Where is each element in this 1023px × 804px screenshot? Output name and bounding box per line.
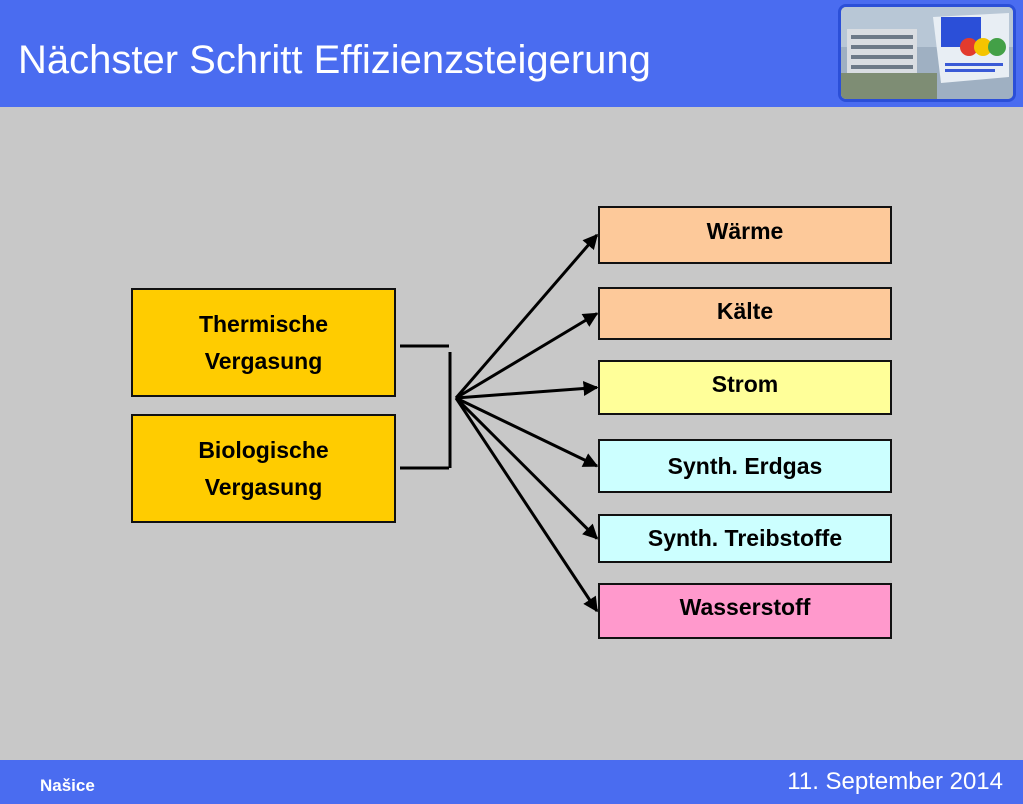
arrow-to-output-5 [454,396,599,540]
output-arrows [454,233,599,613]
institute-logo [838,4,1016,102]
slide-footer: Našice 11. September 2014 [0,760,1023,804]
slide-header: Nächster Schritt Effizienzsteigerung [0,0,1023,107]
output-box-waerme: Wärme [598,206,892,264]
slide-title: Nächster Schritt Effizienzsteigerung [18,38,651,82]
output-box-synth-treibstoffe: Synth. Treibstoffe [598,514,892,563]
source-label-line2: Vergasung [204,347,323,374]
output-label: Synth. Erdgas [667,452,823,479]
arrow-to-output-4 [455,396,599,468]
source-label-line1: Thermische [198,310,329,337]
output-box-synth-erdgas: Synth. Erdgas [598,439,892,493]
arrow-to-output-6 [454,397,599,613]
output-label: Kälte [716,298,774,324]
arrow-to-output-2 [455,312,599,400]
arrow-to-output-3 [455,381,599,400]
output-label: Wasserstoff [679,594,811,620]
source-label-line2: Vergasung [204,473,323,500]
source-box-biological: Biologische Vergasung [131,414,396,523]
footer-location: Našice [40,776,95,795]
output-label: Strom [711,371,779,397]
footer-date: 11. September 2014 [787,768,1003,795]
output-label: Synth. Treibstoffe [647,525,843,551]
output-box-wasserstoff: Wasserstoff [598,583,892,639]
output-label: Wärme [706,218,784,244]
output-box-strom: Strom [598,360,892,415]
source-label-line1: Biologische [198,436,329,463]
source-box-thermal: Thermische Vergasung [131,288,396,397]
output-box-kaelte: Kälte [598,287,892,340]
arrow-to-output-1 [454,233,599,399]
building-photo-icon [841,7,1013,99]
